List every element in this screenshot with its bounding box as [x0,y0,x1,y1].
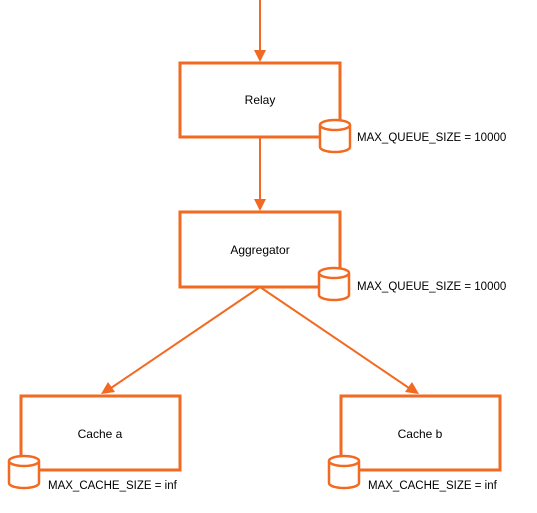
edge-aggregator-to-cache-b [259,286,419,394]
edge-input-to-relay [254,0,266,62]
node-cache-a[interactable]: Cache a [19,394,182,472]
relay-queue-size-note: MAX_QUEUE_SIZE = 10000 [357,132,506,144]
node-cache-b[interactable]: Cache b [339,394,502,472]
node-aggregator-label: Aggregator [230,243,289,257]
node-relay-label: Relay [245,93,276,107]
edge-aggregator-to-cache-a [101,286,261,394]
node-relay[interactable]: Relay [178,61,342,139]
database-icon [318,118,352,154]
cache-b-size-note: MAX_CACHE_SIZE = inf [368,480,498,492]
node-aggregator[interactable]: Aggregator [178,210,342,289]
node-cache-b-label: Cache b [398,427,443,441]
edge-relay-to-aggregator [254,137,266,211]
aggregator-queue-size-note: MAX_QUEUE_SIZE = 10000 [357,281,506,293]
cache-a-size-note: MAX_CACHE_SIZE = inf [48,480,178,492]
database-icon [7,454,41,490]
database-icon [327,454,361,490]
node-cache-a-label: Cache a [78,427,123,441]
database-icon [317,266,351,302]
